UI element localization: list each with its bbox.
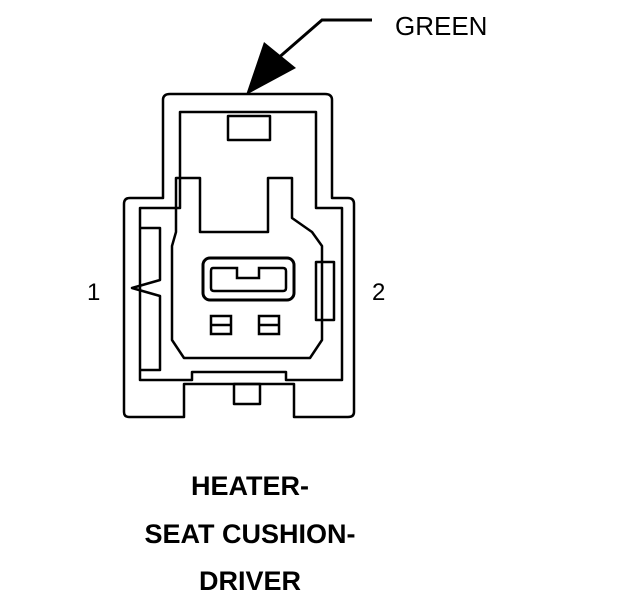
pin-1-terminal [209, 314, 233, 336]
terminal-latch-inner [209, 266, 288, 293]
pin-2-label: 2 [372, 279, 385, 306]
callout-arrowhead [246, 42, 296, 95]
connector-title: HEATER- SEAT CUSHION- DRIVER [144, 471, 355, 596]
pin-2-terminal [257, 314, 281, 336]
color-callout: GREEN [246, 11, 487, 95]
connector-housing [122, 92, 356, 419]
terminal-latch [201, 256, 296, 302]
title-line-2: SEAT CUSHION- [144, 519, 355, 549]
terminal-cavity [170, 176, 324, 360]
title-line-1: HEATER- [191, 471, 309, 501]
pin2-side-slot [314, 260, 336, 322]
housing-outer-outline [122, 92, 356, 419]
top-latch-notch [226, 114, 272, 142]
housing-inner-lip [138, 110, 344, 382]
pin1-lock-ramp [130, 226, 162, 372]
pin-terminals [209, 314, 281, 336]
terminal-latch-outer [201, 256, 296, 302]
color-label: GREEN [395, 11, 487, 41]
callout-leader-line [275, 18, 372, 62]
title-line-3: DRIVER [199, 566, 301, 596]
bottom-key-tab [232, 382, 262, 406]
pin-1-label: 1 [87, 279, 100, 306]
